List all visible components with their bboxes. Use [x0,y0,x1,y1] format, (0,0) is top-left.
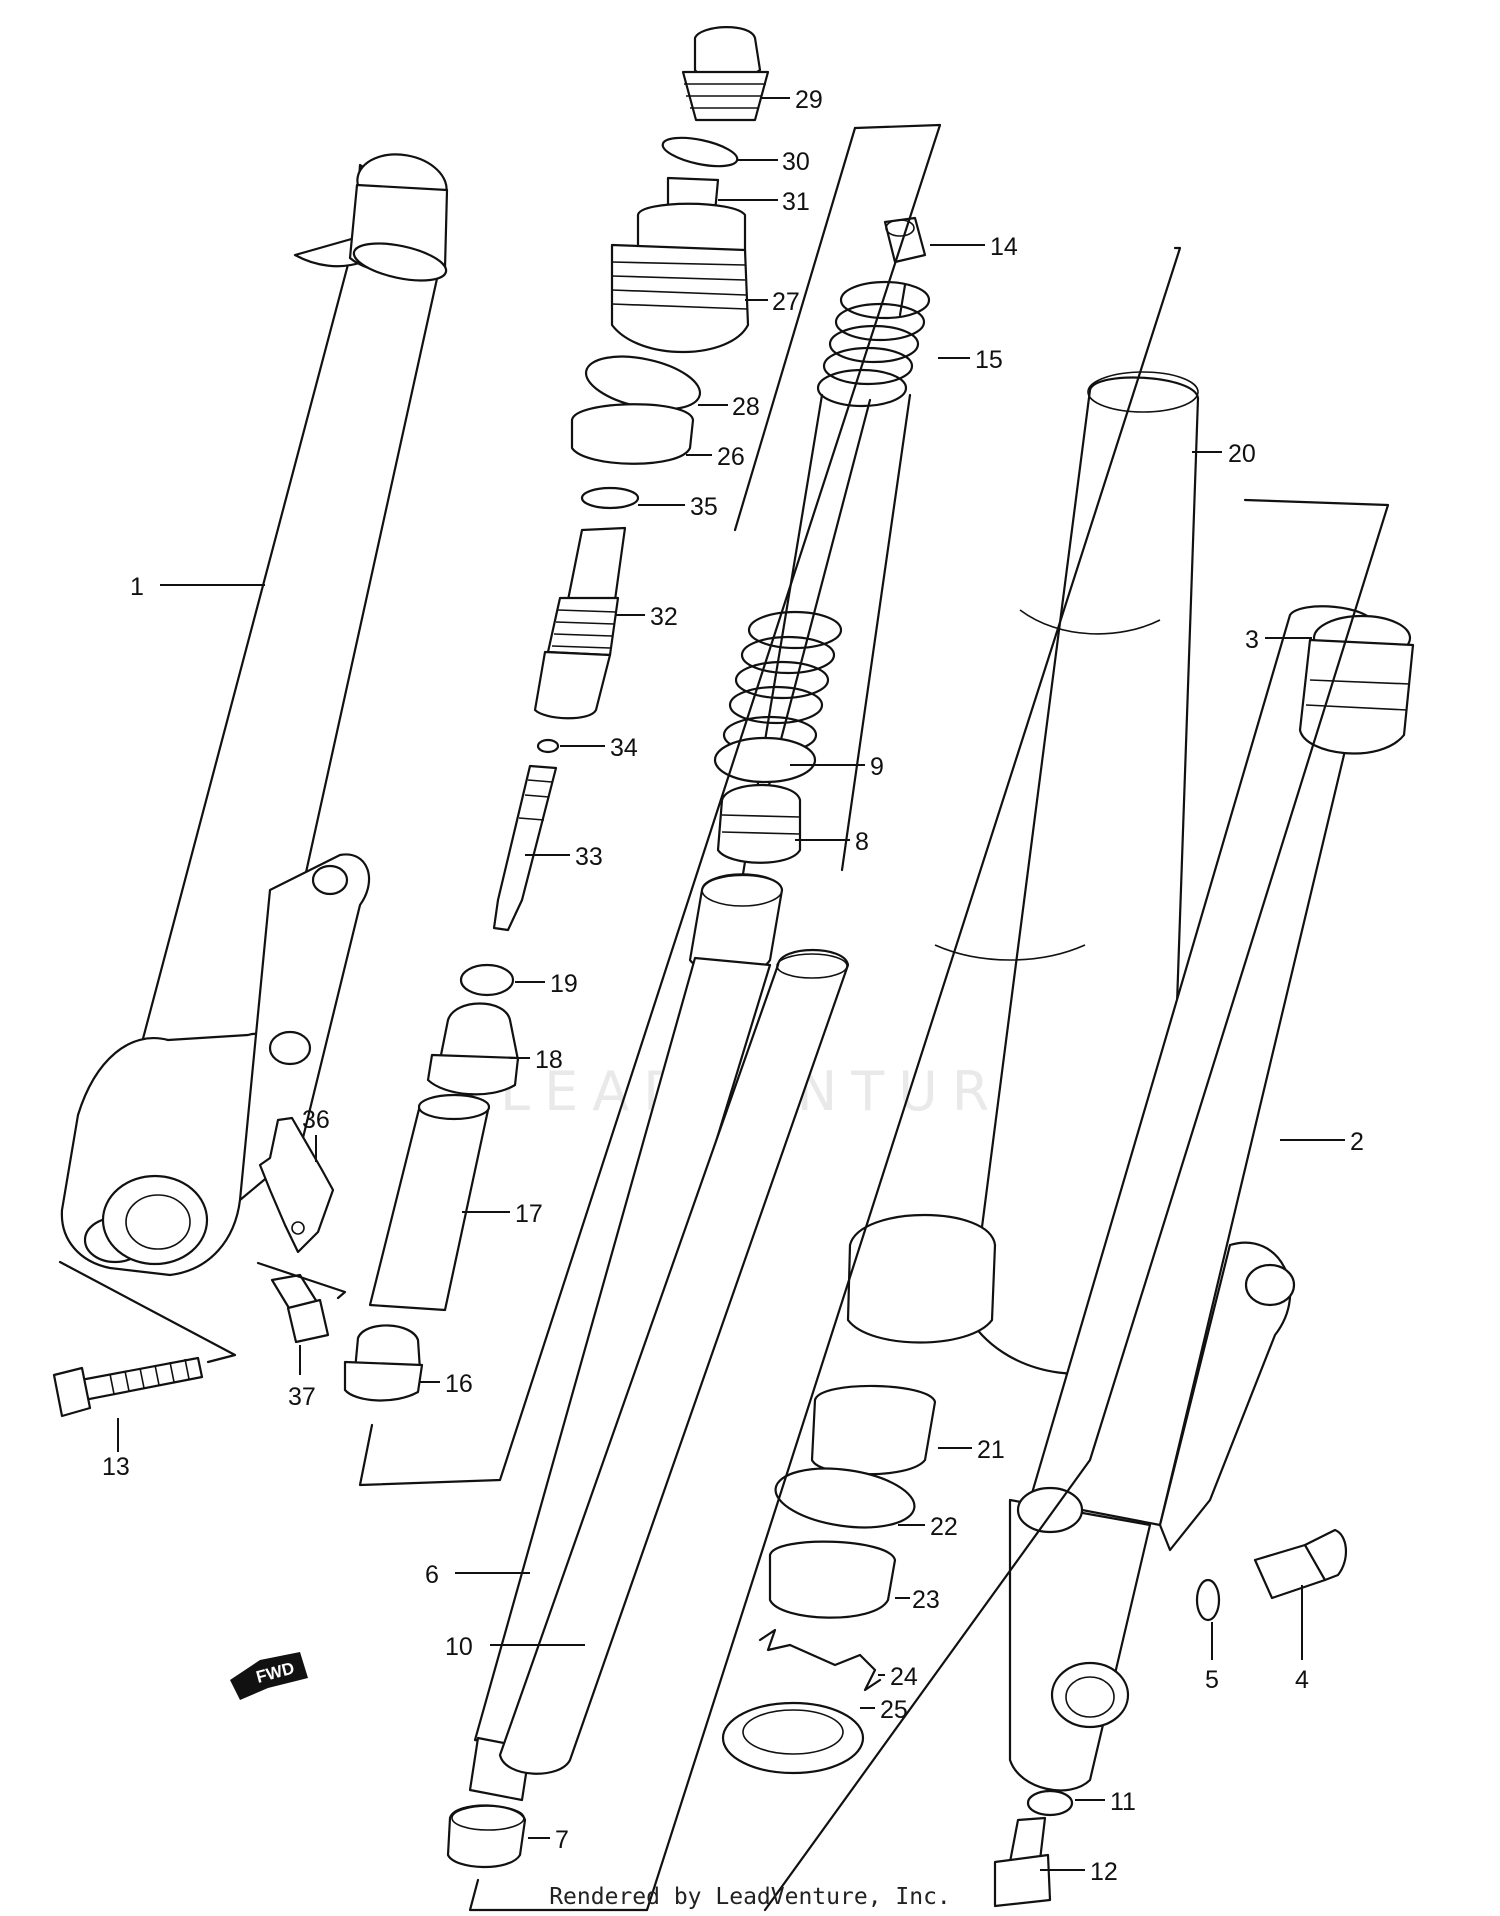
label-33: 33 [575,843,603,871]
label-16: 16 [445,1370,473,1398]
washer-19[interactable] [459,963,515,997]
label-22: 22 [930,1513,958,1541]
fwd-arrow-icon: FWD [230,1652,308,1700]
oil-seal-23[interactable] [768,1540,897,1619]
fork-cap-27[interactable] [610,202,750,354]
bolt-37[interactable] [270,1273,330,1344]
label-11: 11 [1110,1788,1136,1816]
bracket-36[interactable] [258,1116,335,1254]
label-31: 31 [782,188,810,216]
label-29: 29 [795,86,823,114]
spring-9[interactable] [713,610,843,784]
label-2: 2 [1350,1128,1364,1156]
clip-24[interactable] [758,1628,882,1692]
piston-18[interactable] [426,1002,520,1096]
tube-17[interactable] [368,1093,491,1312]
piston-ring-8[interactable] [716,784,802,864]
label-32: 32 [650,603,678,631]
label-5: 5 [1205,1666,1219,1694]
group-boundary-left [358,123,942,1487]
label-3: 3 [1245,626,1259,654]
o-ring-30[interactable] [660,132,739,171]
group-boundary-right [763,498,1390,1912]
label-30: 30 [782,148,810,176]
nut-14[interactable] [883,216,927,264]
washer-11[interactable] [1026,1789,1074,1817]
label-17: 17 [515,1200,543,1228]
label-4: 4 [1295,1666,1309,1694]
seat-16[interactable] [343,1324,424,1402]
cap-bolt-29[interactable] [681,26,770,122]
adjuster-32[interactable] [533,526,627,720]
label-8: 8 [855,828,869,856]
callout-lines [117,97,1345,1871]
label-14: 14 [990,233,1018,261]
inner-tube-10[interactable] [468,873,784,1802]
label-25: 25 [880,1696,908,1724]
bushing-21[interactable] [810,1384,937,1476]
label-9: 9 [870,753,884,781]
label-7: 7 [555,1826,569,1854]
label-26: 26 [717,443,745,471]
plug-4[interactable] [1253,1528,1347,1600]
washer-5[interactable] [1195,1578,1221,1622]
label-20: 20 [1228,440,1256,468]
outer-tube-right[interactable] [1008,605,1377,1792]
bushing-3[interactable] [1298,614,1415,755]
spring-15[interactable] [726,280,931,967]
label-10: 10 [445,1633,473,1661]
label-12: 12 [1090,1858,1118,1886]
label-35: 35 [690,493,718,521]
label-34: 34 [610,734,638,762]
group-boundary-center [468,126,1182,1912]
label-19: 19 [550,970,578,998]
label-21: 21 [977,1436,1005,1464]
label-27: 27 [772,288,800,316]
label-6: 6 [425,1561,439,1589]
label-1: 1 [130,573,144,601]
label-24: 24 [890,1663,918,1691]
rod-33[interactable] [492,764,558,932]
bolt-12[interactable] [993,1816,1052,1908]
washer-22[interactable] [772,1461,918,1536]
bolt-13[interactable] [52,1356,204,1418]
dust-seal-25[interactable] [721,1701,865,1775]
washer-34[interactable] [536,738,560,754]
label-13: 13 [102,1453,130,1481]
label-18: 18 [535,1046,563,1074]
washer-26[interactable] [570,403,695,465]
footer-credit: Rendered by LeadVenture, Inc. [549,1884,951,1910]
label-23: 23 [912,1586,940,1614]
label-28: 28 [732,393,760,421]
sleeve-7[interactable] [446,1804,527,1869]
part-labels: 1 2 3 4 5 6 7 8 9 10 11 12 13 14 15 16 1… [102,86,1364,1886]
label-15: 15 [975,346,1003,374]
label-36: 36 [302,1106,330,1134]
label-37: 37 [288,1383,316,1411]
ring-35[interactable] [580,486,640,510]
outer-tube-left[interactable] [60,148,452,1277]
